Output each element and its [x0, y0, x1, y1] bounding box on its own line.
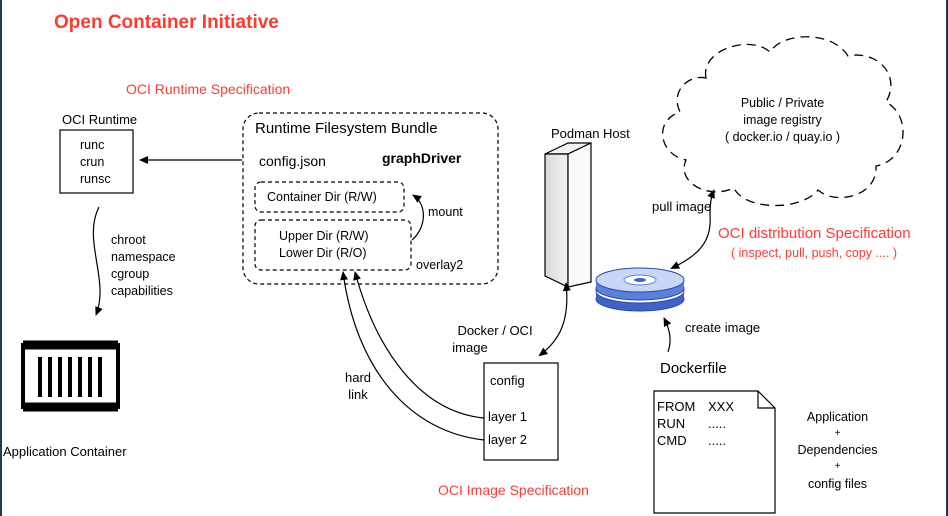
- runtime-item-runc: runc: [80, 138, 105, 152]
- image-layer-1: layer 1: [488, 409, 528, 424]
- feature-namespace: namespace: [111, 250, 176, 264]
- container-icon: [21, 340, 120, 412]
- overlay-dirs-box: [254, 219, 412, 271]
- distribution-ops-label: ( inspect, pull, push, copy .... ): [731, 246, 898, 260]
- registry-line-2: image registry: [743, 113, 822, 127]
- feature-chroot: chroot: [111, 233, 146, 247]
- hard-link-line-1: hard: [344, 370, 372, 385]
- image-box: [483, 362, 559, 461]
- arrow-hardlink-layer1: [353, 271, 485, 419]
- dockerfile-line-1-cmd: FROM: [657, 399, 696, 414]
- dockerfile-line-1-arg: XXX: [708, 399, 735, 414]
- feature-capabilities: capabilities: [111, 284, 173, 298]
- upper-dir-label: Upper Dir (R/W): [279, 229, 369, 243]
- hard-link-line-2: link: [348, 387, 368, 402]
- note-plus-1: +: [834, 428, 841, 439]
- dockerfile-line-3-arg: .....: [708, 433, 727, 448]
- runtime-label: OCI Runtime: [62, 112, 138, 127]
- podman-host-cube: [544, 142, 592, 288]
- image-storage-disk: [595, 267, 685, 312]
- arrow-runtime-to-container: [92, 206, 103, 316]
- runtime-spec-label: OCI Runtime Specification: [126, 81, 291, 97]
- note-application: Application: [806, 410, 869, 424]
- pull-image-label: pull image: [652, 199, 712, 214]
- feature-cgroup: cgroup: [111, 267, 150, 281]
- bundle-config: config.json: [259, 153, 326, 169]
- note-dependencies: Dependencies: [797, 443, 878, 457]
- dockerfile-line-2-cmd: RUN: [657, 416, 686, 431]
- create-image-label: create image: [685, 320, 761, 335]
- page-title: Open Container Initiative: [54, 12, 279, 33]
- lower-dir-label: Lower Dir (R/O): [279, 246, 367, 260]
- dockerfile-doc: [653, 390, 776, 514]
- dockerfile-label: Dockerfile: [660, 360, 727, 377]
- image-caption-2: image: [452, 340, 488, 355]
- image-config-label: config: [490, 373, 525, 388]
- overlay-label: overlay2: [416, 258, 464, 272]
- dockerfile-line-2-arg: .....: [708, 416, 727, 431]
- registry-cloud: [662, 36, 904, 207]
- arrow-registry-disk: [670, 189, 715, 269]
- registry-line-3: ( docker.io / quay.io ): [724, 130, 841, 144]
- graph-driver-label: graphDriver: [382, 150, 462, 166]
- registry-line-1: Public / Private: [740, 96, 825, 110]
- runtime-item-runsc: runsc: [80, 172, 111, 186]
- arrow-mount: [411, 194, 424, 241]
- arrow-host-image: [538, 282, 571, 357]
- runtime-box: [59, 129, 134, 194]
- runtime-item-crun: crun: [80, 155, 105, 169]
- distribution-spec-label: OCI distribution Specification: [718, 225, 911, 242]
- bundle-title: Runtime Filesystem Bundle: [255, 120, 438, 137]
- note-plus-2: +: [834, 461, 841, 472]
- app-container-label: Application Container: [3, 444, 127, 459]
- mount-label: mount: [428, 205, 463, 219]
- container-dir-label: Container Dir (R/W): [267, 190, 377, 204]
- podman-host-label: Podman Host: [551, 126, 630, 141]
- dockerfile-line-3-cmd: CMD: [657, 433, 687, 448]
- container-dir-box: [254, 181, 405, 213]
- image-spec-label: OCI Image Specification: [438, 482, 589, 498]
- note-config-files: config files: [807, 477, 868, 491]
- arrow-hardlink-layer2: [340, 271, 485, 441]
- arrow-dockerfile-disk: [663, 317, 672, 353]
- image-caption-1: Docker / OCI: [457, 323, 533, 338]
- image-layer-2: layer 2: [488, 432, 528, 447]
